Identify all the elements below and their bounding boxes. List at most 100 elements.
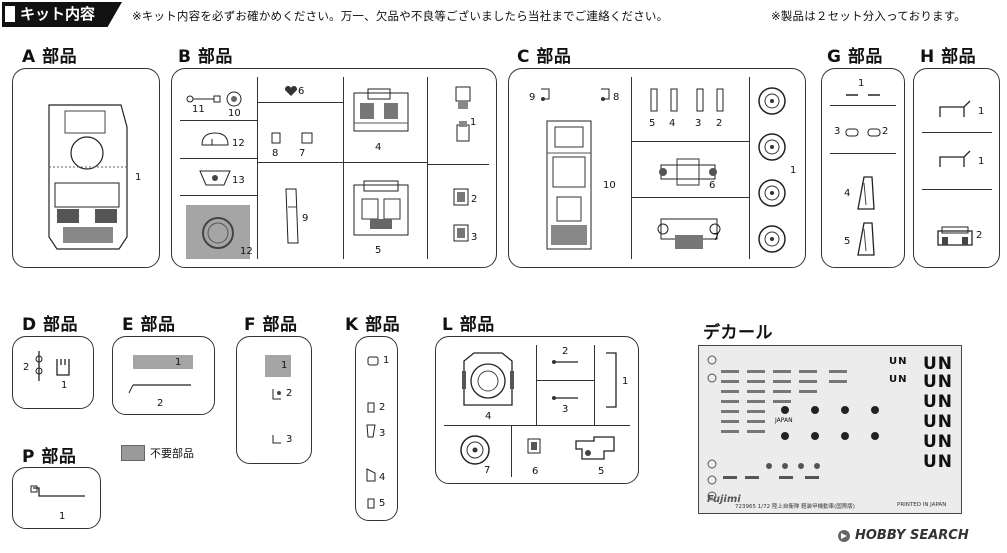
section-p-frame: 1 [12,467,101,529]
k4-part [365,467,377,483]
seat-part [452,85,474,145]
section-c-frame: 9 8 10 5 4 3 2 6 7 1 [508,68,806,268]
stowage-parts [452,187,470,247]
section-h-frame: 1 1 2 [913,68,1000,268]
part-number: 10 [228,108,241,119]
wheels-part [757,81,787,261]
section-p-title: P 部品 [22,447,77,467]
k1-part [366,355,380,367]
part-number: 1 [175,357,182,368]
part-number: 1 [383,355,390,366]
section-b-frame: 11 10 6 4 1 12 8 7 13 9 5 2 3 [171,68,497,268]
part-number: 1 [470,117,477,128]
un-large: UN [923,452,954,472]
decal-sheet: JAPAN UN UN UN UN UN UN UN UN Fujimi 723… [698,345,962,514]
section-a-title: A 部品 [22,47,78,67]
hook-part [541,87,551,101]
header-note-two-sets: ※製品は２セット分入っております。 [771,9,966,23]
part-number: 4 [669,118,676,129]
g2-g3-part [844,127,886,139]
l5-part [574,435,622,463]
part-number: 2 [286,388,293,399]
japan-label: JAPAN [775,417,793,424]
roundel-icons [781,406,879,440]
part-number: 3 [471,232,478,243]
part-number: 1 [790,165,797,176]
part-number: 4 [375,142,382,153]
section-d-title: D 部品 [22,315,79,335]
printed-in-japan: PRINTED IN JAPAN [897,502,947,508]
part-number: 5 [375,245,382,256]
un-large: UN [923,392,954,412]
part-number: 2 [471,194,478,205]
section-d-frame: 2 1 [12,336,94,409]
part-number: 3 [379,428,386,439]
heart-part [285,86,297,96]
part-number: 5 [844,236,851,247]
f3-part [271,433,283,445]
part-number: 1 [858,78,865,89]
part-number: 1 [281,360,288,371]
l2-part [552,360,584,364]
wheel-part [458,433,492,467]
section-c-title: C 部品 [517,47,572,67]
section-g-frame: 1 3 2 4 5 [821,68,905,268]
part-number: 6 [298,86,305,97]
unused-part-e1: 1 [133,355,193,369]
kit-contents-badge: キット内容 [2,2,122,27]
unused-part-12: 12 [186,205,253,259]
part-number: 6 [709,180,716,191]
part-number: 5 [649,118,656,129]
spare-tire-mount-part [462,351,514,409]
part-number: 12 [232,138,245,149]
part-number: 10 [603,180,616,191]
shock-absorbers [645,87,737,117]
section-l-title: L 部品 [442,315,495,335]
watermark-text: HOBBY SEARCH [855,528,969,543]
part-number: 1 [135,172,142,183]
k2-part [366,401,376,413]
unused-ring-part [200,215,236,251]
part-number: 7 [484,465,491,476]
part-number: 6 [532,466,539,477]
part-number: 5 [598,466,605,477]
un-large: UN [923,354,954,374]
part-number: 9 [302,213,309,224]
part-number: 4 [485,411,492,422]
part-number: 3 [286,434,293,445]
un-large: UN [923,412,954,432]
part-number: 1 [978,106,985,117]
mirror-part [854,175,876,211]
part-number: 2 [562,346,569,357]
part-number: 1 [59,511,66,522]
section-k-title: K 部品 [345,315,401,335]
part-number: 1 [978,156,985,167]
g1-part [844,91,884,99]
un-decal-column: UN UN UN UN UN UN UN UN [889,352,957,472]
k3-part [365,423,377,439]
part-number: 2 [157,398,164,409]
section-k-frame: 1 2 3 4 5 [355,336,398,521]
section-b-title: B 部品 [178,47,233,67]
un-small: UN [889,374,908,385]
decal-title: デカール [703,323,773,343]
chassis-part [350,89,412,137]
section-f-title: F 部品 [244,315,298,335]
japan-roundels: JAPAN [775,400,905,454]
part-number: 8 [613,92,620,103]
part-number: 3 [695,118,702,129]
frame-part [539,117,599,257]
l1-part [602,351,622,411]
part-number: 5 [379,498,386,509]
un-large: UN [923,432,954,452]
part-number: 8 [272,148,279,159]
d-parts [33,349,85,385]
part-number: 4 [844,188,851,199]
e2-part [127,377,197,397]
suspension-part [655,213,723,249]
section-e-title: E 部品 [122,315,176,335]
hull-top-part [43,97,133,257]
badge-label: キット内容 [20,5,96,23]
part-13 [198,169,232,187]
badge-square-icon [5,6,15,22]
